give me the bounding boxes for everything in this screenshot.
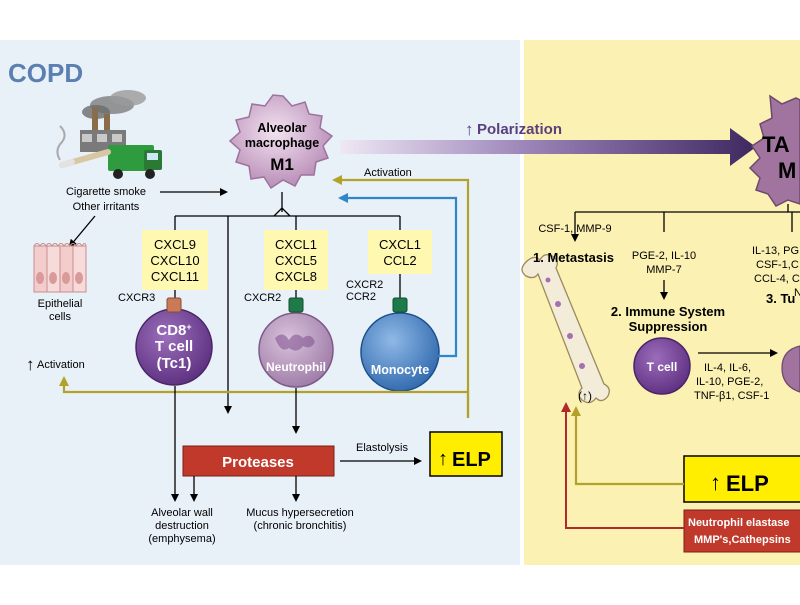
chemokine-box-3 bbox=[368, 230, 432, 274]
elp-right-label: ELP bbox=[726, 471, 769, 496]
proteases-box bbox=[182, 445, 335, 477]
alveolar-macrophage-cell bbox=[228, 94, 334, 190]
chemokine-2-line3: CXCL8 bbox=[275, 269, 317, 284]
arrow-monocyte-to-macrophage bbox=[338, 193, 458, 358]
macrophage-label-line1: Alveolar bbox=[257, 121, 306, 135]
chemokine-1-line2: CXCL10 bbox=[150, 253, 199, 268]
arrow-source-to-epithelial bbox=[68, 215, 96, 248]
polarization-arrow bbox=[340, 128, 756, 166]
cxcr3-receptor-icon bbox=[166, 297, 182, 313]
tam-cell bbox=[748, 94, 800, 207]
chemokine-3-line2: CCL2 bbox=[383, 253, 416, 268]
il-label-line4: N bbox=[794, 287, 800, 299]
chemokine-2-line1: CXCL1 bbox=[275, 237, 317, 252]
bone-up-arrow-label: (↑) bbox=[578, 389, 592, 403]
macrophage-label-line2: macrophage bbox=[245, 136, 319, 150]
copd-title: COPD bbox=[8, 58, 83, 88]
chemokine-3-line1: CXCL1 bbox=[379, 237, 421, 252]
cd8-label-line2: T cell bbox=[155, 338, 193, 355]
neutrophil-nucleus bbox=[275, 334, 315, 351]
bone-illustration bbox=[521, 254, 610, 404]
elp-box-left bbox=[429, 431, 503, 477]
outcome-alveolar-line2: destruction bbox=[155, 520, 209, 532]
source-label-line1: Cigarette smoke bbox=[66, 186, 146, 198]
outcome-alveolar-line1: Alveolar wall bbox=[151, 507, 213, 519]
csf-label: CSF-1, MMP-9 bbox=[538, 223, 611, 235]
monocyte-cell bbox=[360, 312, 440, 392]
receptor-ccr2: CCR2 bbox=[346, 291, 376, 303]
receptor-cxcr3: CXCR3 bbox=[118, 292, 155, 304]
tcell-factors-line3: TNF-β1, CSF-1 bbox=[694, 390, 769, 402]
right-proteases-line1: Neutrophil elastase bbox=[688, 517, 789, 529]
epithelial-activation-up-arrow: ↑ bbox=[26, 355, 35, 374]
cd8-label-line3: (Tc1) bbox=[157, 355, 192, 372]
immune-label-line1: 2. Immune System bbox=[611, 304, 725, 319]
il-label-line3: CCL-4, C bbox=[754, 273, 800, 285]
arrow-elp-to-bone bbox=[571, 406, 684, 486]
epithelial-cells-illustration bbox=[33, 243, 87, 293]
chemokine-box-2 bbox=[264, 230, 328, 290]
t-cell-label: T cell bbox=[647, 360, 678, 374]
epithelial-label-line1: Epithelial bbox=[38, 298, 83, 310]
elp-right-up-arrow: ↑ bbox=[710, 470, 721, 495]
right-proteases-line2: MMP's,Cathepsins bbox=[694, 534, 791, 546]
tcell-factors-line2: IL-10, PGE-2, bbox=[696, 376, 763, 388]
t-cell-right bbox=[633, 337, 691, 395]
il-label-line2: CSF-1,C bbox=[756, 259, 799, 271]
chemokine-box-1 bbox=[142, 230, 208, 290]
cxcr2-receptor-icon bbox=[288, 297, 304, 313]
outcome-mucus-line2: (chronic bronchitis) bbox=[254, 520, 347, 532]
ccr2-receptor-icon bbox=[392, 297, 408, 313]
arrow-to-epithelial-activation bbox=[59, 376, 470, 418]
tam-label-line1: TA bbox=[762, 132, 790, 157]
right-proteases-box bbox=[683, 509, 800, 553]
polarization-label: Polarization bbox=[477, 121, 562, 138]
proteases-label: Proteases bbox=[222, 454, 294, 471]
activation-label: Activation bbox=[364, 167, 412, 179]
elp-left-label: ELP bbox=[452, 449, 491, 471]
elastolysis-label: Elastolysis bbox=[356, 442, 408, 454]
outcome-mucus-line1: Mucus hypersecretion bbox=[246, 507, 354, 519]
cd8-label-line1: CD8+ bbox=[156, 322, 191, 339]
receptor-cxcr2-monocyte: CXCR2 bbox=[346, 279, 383, 291]
neutrophil-label: Neutrophil bbox=[266, 360, 326, 374]
metastasis-label: 1. Metastasis bbox=[533, 250, 614, 265]
receptor-cxcr2: CXCR2 bbox=[244, 292, 281, 304]
macrophage-label-line3: M1 bbox=[270, 155, 294, 174]
monocyte-label: Monocyte bbox=[371, 363, 429, 377]
tumor-cell-partial bbox=[781, 345, 800, 393]
chemokine-1-line3: CXCL11 bbox=[151, 269, 199, 284]
epithelial-label-line2: cells bbox=[49, 311, 72, 323]
elp-left-up-arrow: ↑ bbox=[438, 448, 448, 470]
outcome-alveolar-line3: (emphysema) bbox=[148, 533, 215, 545]
tumor-label: 3. Tu bbox=[766, 291, 795, 306]
tcell-factors-line1: IL-4, IL-6, bbox=[704, 362, 751, 374]
chemokine-1-line1: CXCL9 bbox=[154, 237, 196, 252]
source-label-line2: Other irritants bbox=[73, 201, 140, 213]
branch-caret bbox=[273, 207, 291, 217]
il-label-line1: IL-13, PG bbox=[752, 245, 799, 257]
pollution-illustration bbox=[56, 90, 162, 179]
chemokine-2-line2: CXCL5 bbox=[275, 253, 317, 268]
polarization-up-arrow: ↑ bbox=[465, 120, 474, 139]
pge-label-line2: MMP-7 bbox=[646, 264, 681, 276]
immune-label-line2: Suppression bbox=[629, 319, 708, 334]
arrow-activation-to-macrophage bbox=[332, 175, 470, 418]
elp-box-right bbox=[683, 455, 800, 503]
arrow-proteases-to-bone bbox=[561, 402, 684, 529]
tam-label-line2: M bbox=[778, 158, 796, 183]
pge-label-line1: PGE-2, IL-10 bbox=[632, 250, 696, 262]
epithelial-activation-label: Activation bbox=[37, 359, 85, 371]
